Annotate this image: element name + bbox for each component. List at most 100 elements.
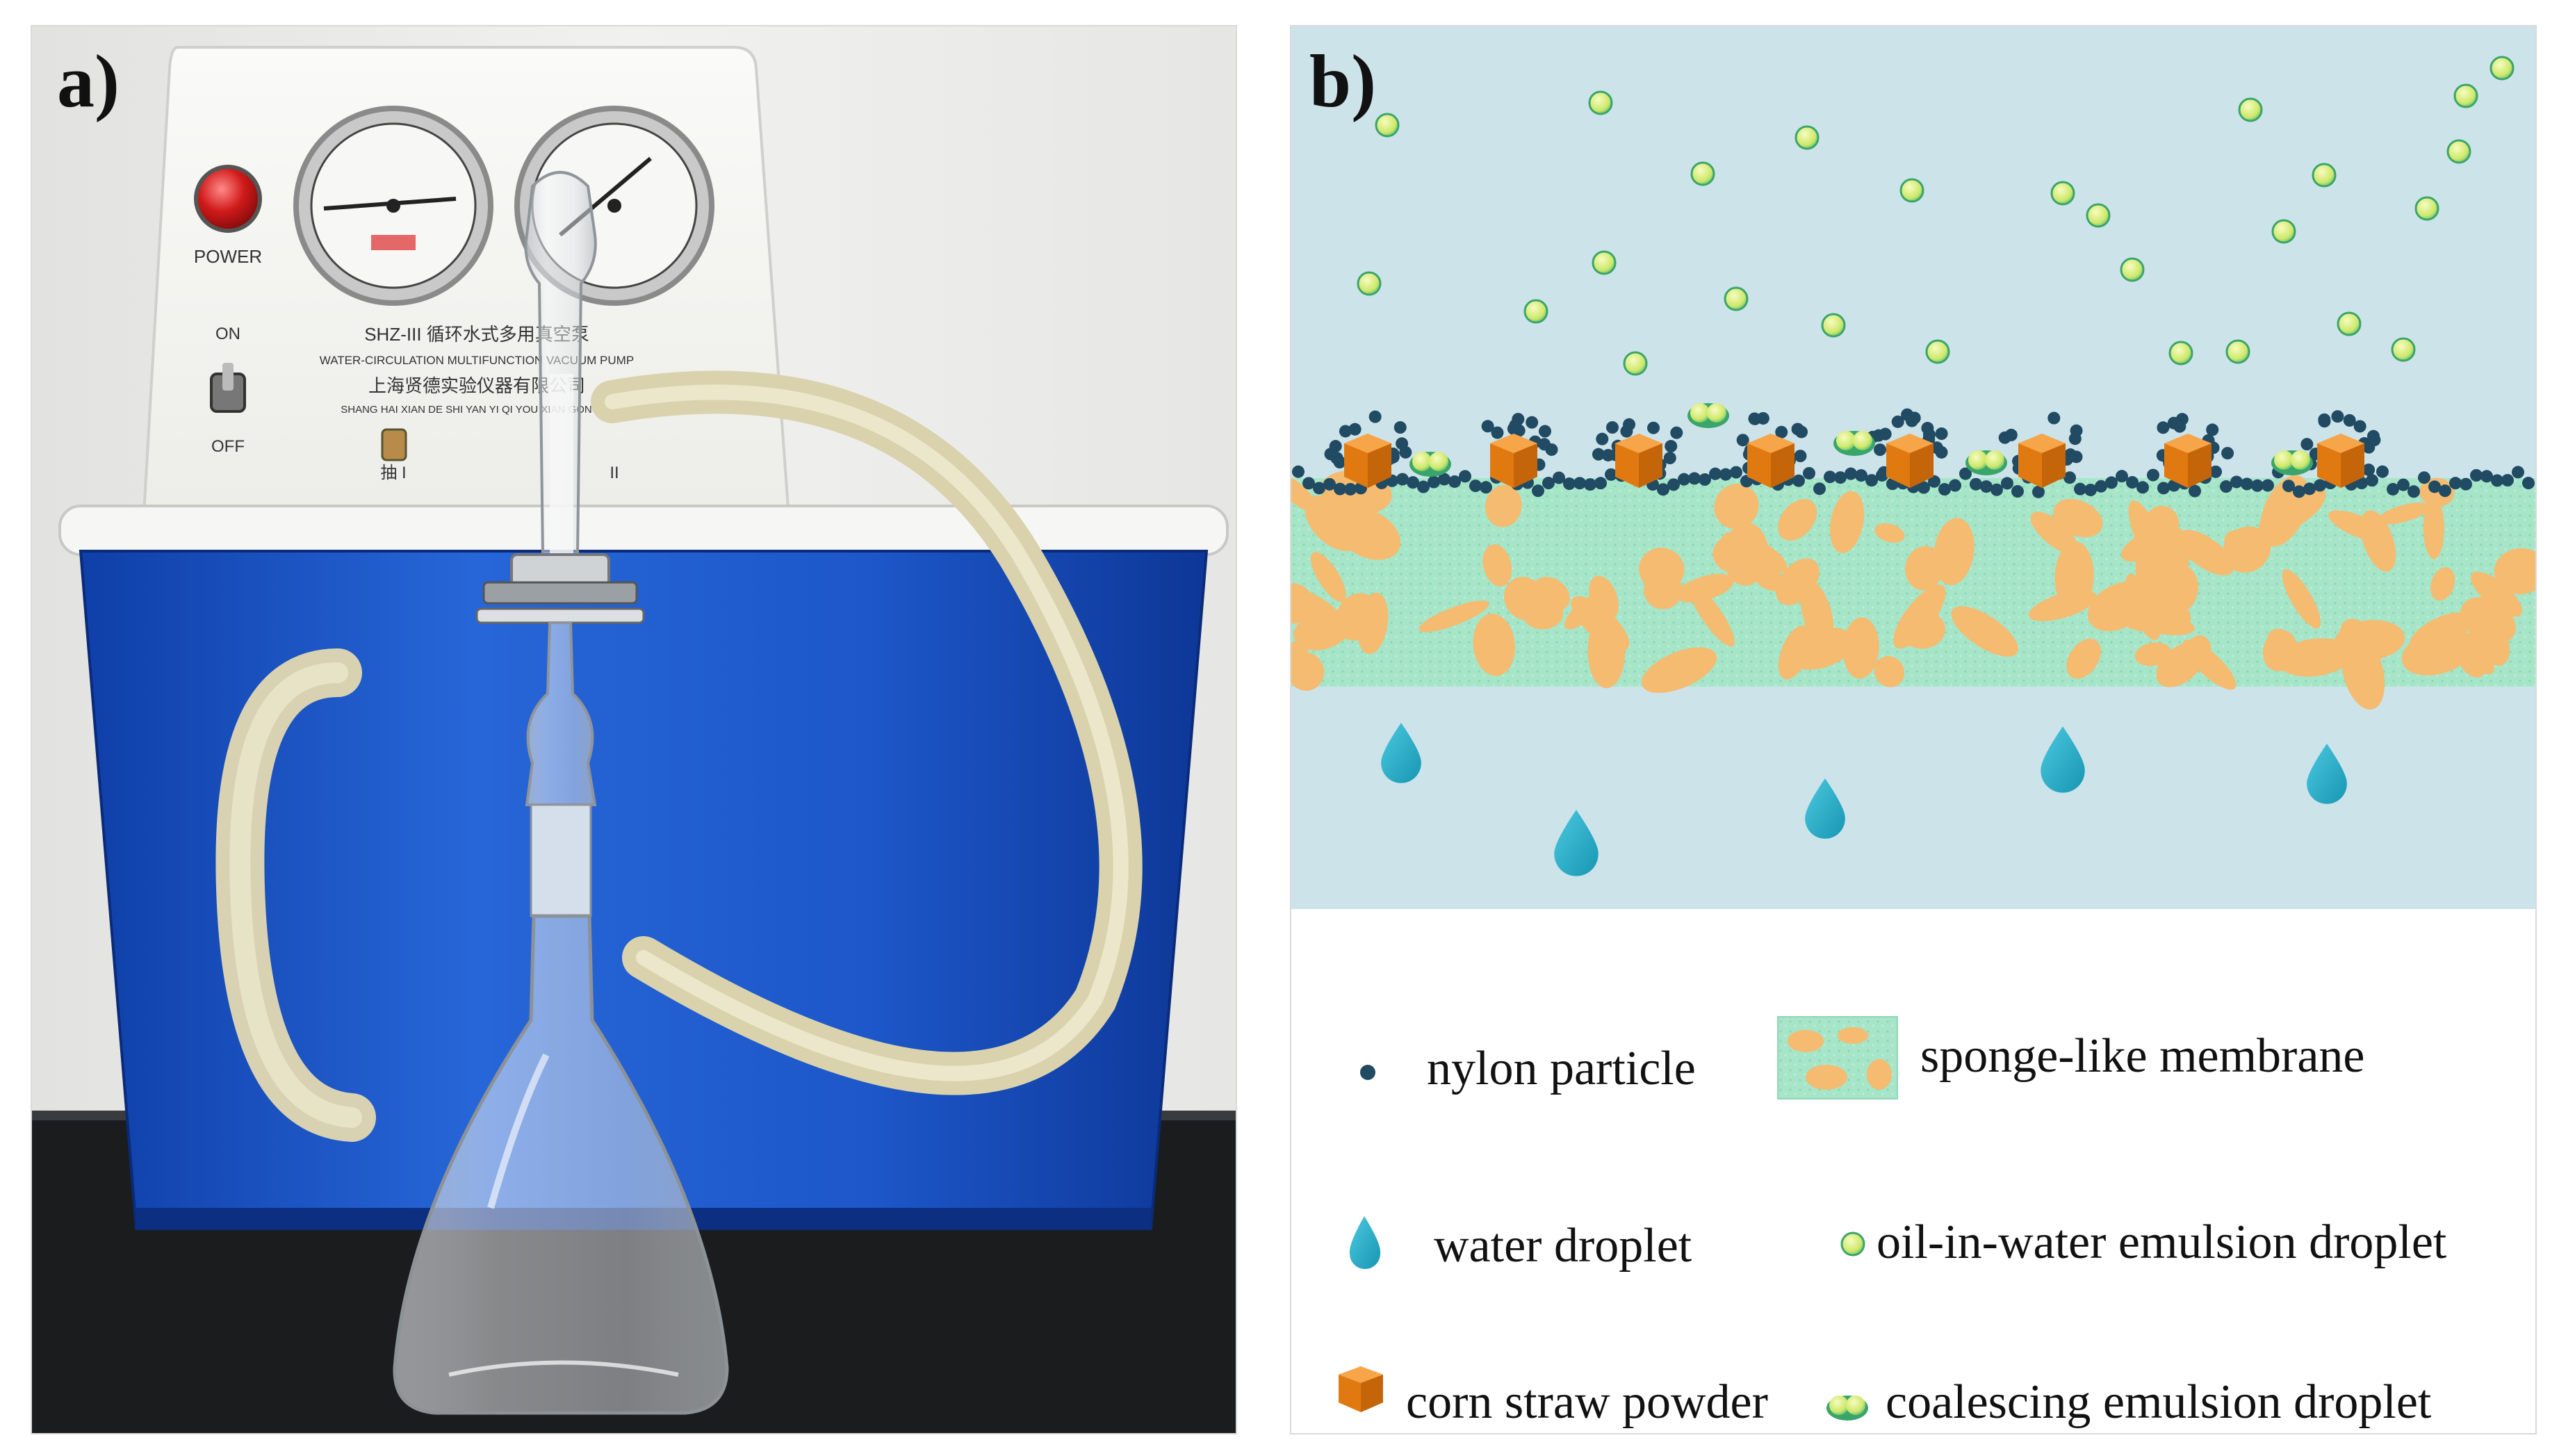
nylon-particle [1584,478,1596,491]
nylon-particle [2209,465,2222,478]
membrane-pore [1874,656,1904,687]
water-droplet [1381,723,1421,783]
emulsion-droplet-icon [1840,1232,1865,1257]
coalescing-droplet [1409,452,1451,477]
membrane-pore [1419,600,1489,632]
coalescing-droplet [2271,450,2313,475]
nylon-particle [2428,480,2441,493]
nylon-particle [1526,416,1539,429]
membrane-pore [1485,485,1522,527]
nylon-particle [1647,421,1660,434]
membrane-pore [2156,641,2205,687]
nylon-particle [1348,423,1362,436]
corn-straw-cube [2317,434,2364,488]
nylon-particle [1959,467,1972,480]
nylon-particle [2407,485,2420,498]
membrane-pore [2177,530,2234,575]
legend-label-coalescing: coalescing emulsion droplet [1886,1375,2432,1429]
nylon-particle [1407,476,1419,489]
coalescing-droplet [1965,450,2007,475]
nylon-particle [1396,473,1409,486]
erlenmeyer-flask-icon [393,914,729,1415]
pump-english-label: WATER-CIRCULATION MULTIFUNCTION VACUUM P… [320,354,634,367]
nylon-particle [2368,434,2381,447]
nylon-particle [1824,471,1836,484]
nylon-particle [1667,478,1680,491]
nylon-particle [1512,413,1525,426]
membrane-pore [2087,581,2150,632]
nylon-particle [2397,478,2410,491]
glass-funnel-icon [475,171,645,917]
nylon-particle [2136,481,2149,494]
nylon-particle [1670,426,1683,439]
nylon-particle [2366,474,2378,487]
membrane-pore [1905,546,1944,591]
emulsion-droplet [2489,56,2515,81]
emulsion-droplet [1899,178,1924,203]
nylon-particle [1845,467,1857,480]
nylon-particle [1699,473,1711,486]
nylon-particle [2157,482,2170,495]
nylon-particle [2512,466,2524,479]
membrane-pore [1473,613,1515,676]
vacuum-pump-illustration: POWER ON OFF SHZ-III 循环水式多用真空泵 WATER-CIR… [32,26,1236,1433]
separation-schematic [1291,26,2535,1421]
membrane-pore [2267,628,2296,655]
nylon-particle [1803,466,1815,480]
membrane-pore [1778,498,1817,541]
membrane-pore [1756,571,1790,591]
membrane-pore [2334,620,2405,661]
nylon-particle-icon [1360,1065,1375,1080]
membrane-pore [2460,597,2516,644]
membrane-pore [2066,638,2101,679]
nylon-particle [1539,425,1552,438]
membrane-pore [1503,577,1546,621]
nylon-particle [1891,415,1904,428]
emulsion-droplet [2120,257,2145,282]
pump-lid [58,505,1229,556]
membrane-pore [2120,525,2182,562]
nylon-particle [2449,477,2462,490]
nylon-particle [2063,471,2076,484]
emulsion-droplet [2446,139,2471,164]
membrane-pore [2054,541,2094,612]
membrane-pore [1933,518,1975,585]
power-lamp-icon [194,165,262,233]
nylon-particle [2070,424,2083,437]
corn-straw-cube [1886,434,1933,488]
nylon-particle [1719,468,1732,481]
nylon-particle [1592,448,1605,461]
nylon-particle [1970,477,1982,491]
membrane-pore [2136,614,2195,636]
membrane-pore [2277,638,2353,677]
membrane-pore [2223,526,2271,573]
nylon-particle [2318,413,2331,426]
nylon-particle [1730,466,1742,479]
nylon-particle [1874,443,1887,457]
water-droplet [2307,744,2347,804]
nylon-particle [2167,416,2180,430]
emulsion-droplet [2168,341,2193,366]
nylon-particle [1872,429,1885,442]
membrane-pore [1305,496,1361,551]
emulsion-droplet [1724,286,1749,311]
membrane-pore [1829,491,1865,553]
nylon-particle [2501,473,2514,486]
nylon-particle [1928,475,1940,488]
corn-straw-cube [2164,434,2211,488]
nylon-particle [2303,482,2316,496]
nylon-particle [2074,482,2086,496]
emulsion-droplet [1588,90,1613,115]
nylon-particle [2221,447,2234,460]
corn-straw-cube [1344,434,1391,488]
membrane-pore [1291,652,1324,691]
nylon-particle [1344,482,1357,496]
emulsion-droplet [2225,339,2250,364]
membrane-pore [1712,536,1751,573]
membrane-pore [1291,475,1316,512]
membrane-pore [2259,486,2326,536]
nylon-particle [1794,450,1807,463]
nylon-particle [2032,485,2045,498]
nylon-particle [1491,426,1504,439]
nylon-particle [1448,475,1461,488]
